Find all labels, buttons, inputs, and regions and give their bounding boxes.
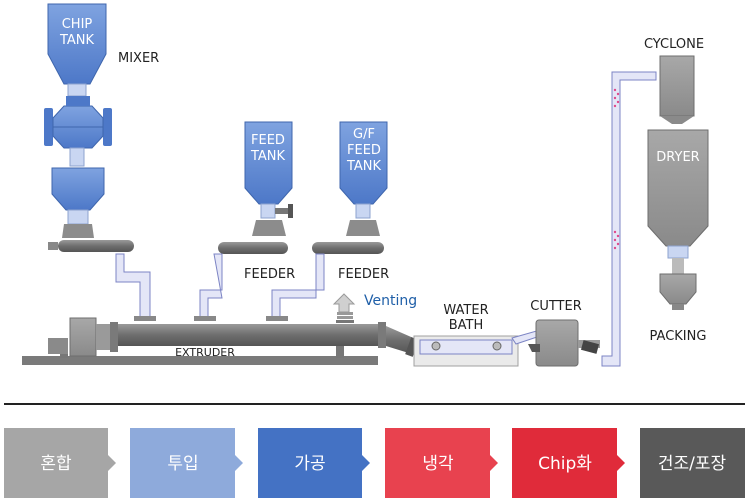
feed-pipes	[115, 253, 325, 319]
mixer-hopper	[51, 167, 105, 238]
cyclone-label: CYCLONE	[644, 37, 704, 52]
step-5-shape	[512, 428, 625, 498]
gf-tank-label-2: FEED	[347, 143, 381, 158]
step-5-label: Chip화	[538, 454, 592, 474]
step-6: 건조/포장	[640, 428, 745, 498]
feeder-1	[218, 242, 288, 254]
chip-particles	[613, 88, 620, 250]
chip-tank-label-2: TANK	[59, 33, 95, 48]
dryer-label: DRYER	[656, 150, 699, 165]
step-3: 가공	[258, 428, 370, 498]
step-1: 혼합	[4, 428, 116, 498]
feed-tank: FEED TANK	[244, 121, 293, 236]
chip-tank-label-1: CHIP	[62, 17, 93, 32]
step-4: 냉각	[385, 428, 498, 498]
mixer-screw-feeder	[48, 240, 134, 252]
step-4-label: 냉각	[422, 454, 454, 474]
venting-arrow-icon	[332, 293, 356, 323]
feeder-2	[312, 242, 384, 254]
water-bath-label-1: WATER	[443, 303, 488, 318]
venting-label: Venting	[364, 293, 417, 309]
extruder-label: EXTRUDER	[175, 346, 235, 359]
water-bath	[413, 329, 541, 367]
water-bath-label-2: BATH	[449, 318, 484, 333]
cyclone	[659, 55, 695, 124]
process-steps: 혼합 투입 가공 냉각 Chip화 건조/포장	[4, 428, 745, 498]
step-4-shape	[385, 428, 498, 498]
feed-tank-label-2: TANK	[250, 149, 286, 164]
chip-tank: CHIP TANK	[47, 3, 107, 97]
step-6-label: 건조/포장	[658, 454, 727, 474]
gf-feed-tank: G/F FEED TANK	[339, 121, 388, 236]
packing-label: PACKING	[650, 329, 707, 344]
step-3-shape	[258, 428, 370, 498]
step-1-label: 혼합	[40, 454, 72, 474]
step-2-shape	[130, 428, 243, 498]
feeder-1-label: FEEDER	[244, 267, 295, 282]
step-2: 투입	[130, 428, 243, 498]
step-5: Chip화	[512, 428, 625, 498]
cutter	[528, 319, 600, 367]
step-1-shape	[4, 428, 116, 498]
feed-tank-label-1: FEED	[251, 133, 285, 148]
gf-tank-label-1: G/F	[353, 127, 375, 142]
pipe-flanges	[134, 316, 288, 321]
feeder-2-label: FEEDER	[338, 267, 389, 282]
step-3-label: 가공	[294, 454, 325, 474]
extruder	[22, 317, 419, 365]
gf-tank-label-3: TANK	[346, 159, 382, 174]
step-2-label: 투입	[167, 454, 198, 474]
dryer	[647, 129, 709, 259]
step-6-shape	[640, 428, 745, 498]
mixer	[44, 96, 112, 167]
packing	[659, 258, 697, 310]
convey-pipe	[601, 71, 657, 367]
mixer-label: MIXER	[118, 51, 159, 66]
cutter-label: CUTTER	[530, 299, 582, 314]
